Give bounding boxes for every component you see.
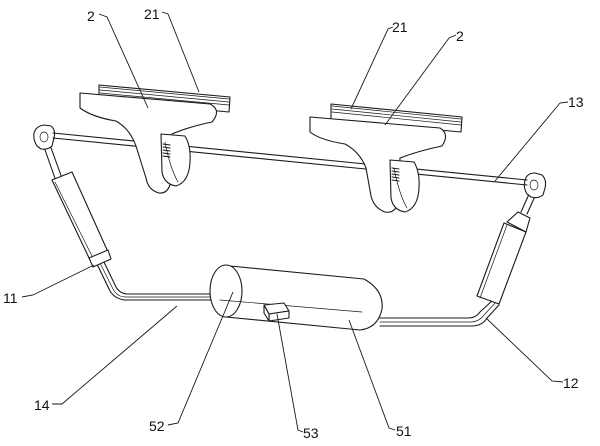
central-cylinder <box>209 264 383 331</box>
left-spring-sleeve <box>51 171 112 268</box>
label-52: 52 <box>149 418 165 434</box>
label-51: 51 <box>396 423 412 439</box>
leader-lines <box>21 11 569 433</box>
label-13: 13 <box>568 94 584 110</box>
right-spring-sleeve <box>476 211 531 305</box>
left-clamp <box>79 84 231 194</box>
label-14: 14 <box>34 397 50 413</box>
upper-cross-rod <box>52 132 528 186</box>
left-end-cap <box>33 124 56 150</box>
button-53 <box>263 302 290 322</box>
label-12: 12 <box>563 375 579 391</box>
label-21-right: 21 <box>392 19 408 35</box>
reference-numerals: 2 21 21 2 13 11 12 14 52 53 51 <box>3 6 584 441</box>
label-11: 11 <box>3 290 18 306</box>
label-2-left: 2 <box>87 8 95 24</box>
left-arm-rod <box>43 144 216 301</box>
right-clamp <box>309 103 463 213</box>
label-21-left: 21 <box>144 6 160 22</box>
label-53: 53 <box>303 425 319 441</box>
label-2-right: 2 <box>456 28 464 44</box>
right-end-cap <box>523 172 547 199</box>
